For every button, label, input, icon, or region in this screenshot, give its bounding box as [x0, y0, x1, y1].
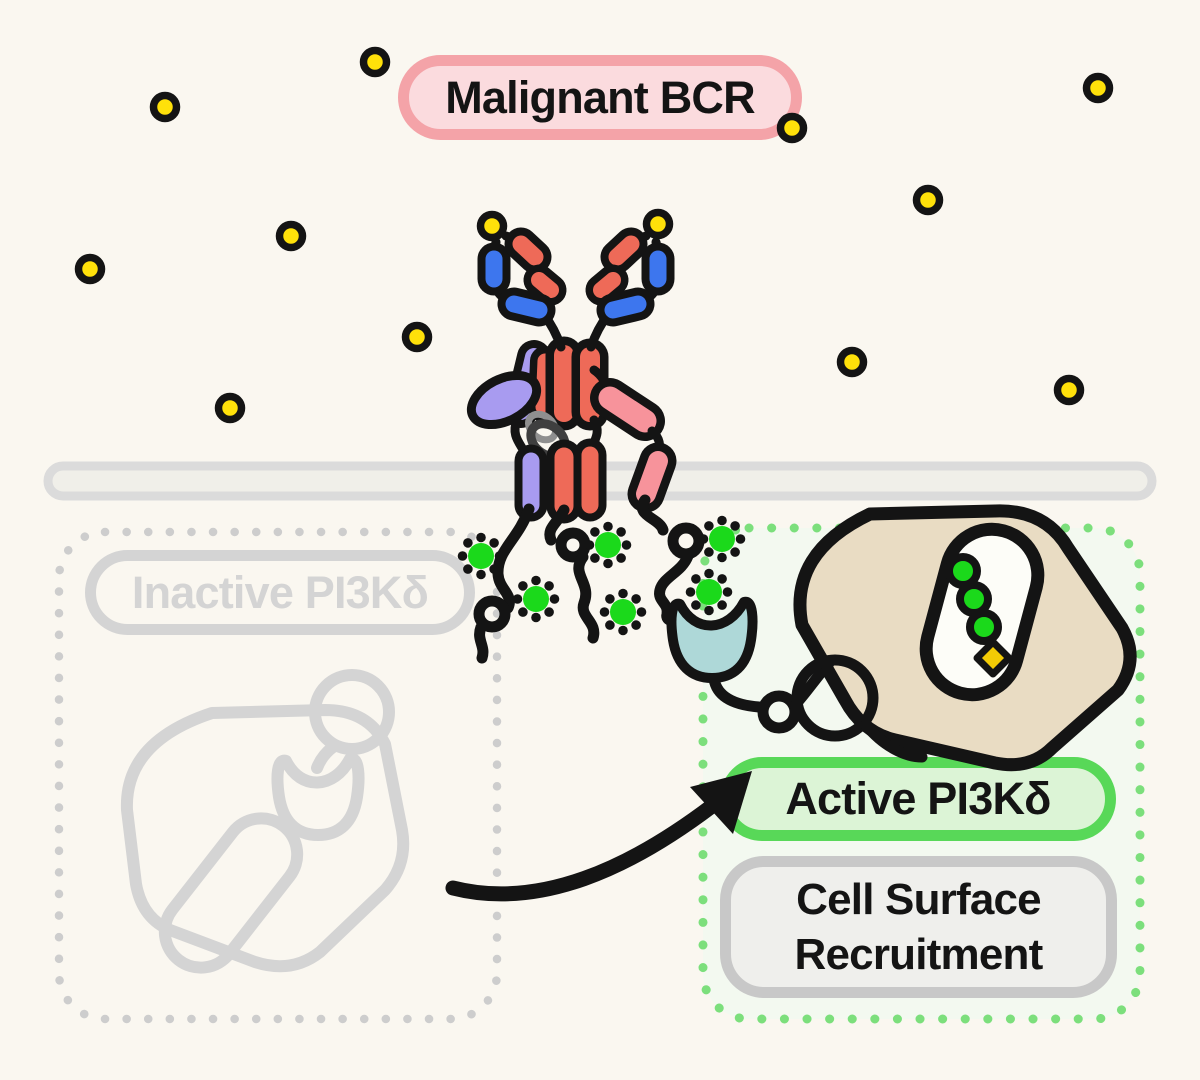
malignant-bcr-text: Malignant BCR — [445, 71, 755, 123]
cell-membrane — [43, 461, 1157, 501]
phospho-mark-icon — [599, 588, 647, 636]
itam-tails — [473, 494, 705, 664]
antigen-dot — [1053, 374, 1085, 406]
chain-link-icon — [526, 419, 570, 461]
recruitment-text-line2: Recruitment — [794, 930, 1044, 979]
antigen-dot — [1082, 72, 1114, 104]
inactive-blob-body — [120, 704, 410, 973]
inactive-blob-cup — [271, 752, 365, 841]
inactive-blob-loop — [309, 669, 395, 755]
chain-link-icon — [525, 410, 559, 444]
bcr-antibody — [466, 227, 677, 524]
active-pi3kd-text: Active PI3Kδ — [785, 773, 1051, 824]
active-pi3kd-label: Active PI3Kδ — [720, 757, 1116, 841]
inactive-pi3kd-label: Inactive PI3Kδ — [85, 550, 475, 635]
fab-arm-right — [585, 227, 675, 352]
antigen-dot — [476, 210, 508, 242]
inactive-pi3kd-text: Inactive PI3Kδ — [131, 566, 429, 618]
inactive-pi3kd-blob — [120, 669, 410, 974]
antigen-dot — [912, 184, 944, 216]
antigen-dot — [149, 91, 181, 123]
antigen-dot — [359, 46, 391, 78]
recruitment-text-line1: Cell Surface — [796, 874, 1042, 924]
antigen-dot — [275, 220, 307, 252]
antigen-dot — [401, 321, 433, 353]
antigen-dot — [74, 253, 106, 285]
inactive-blob-capsule — [158, 812, 304, 974]
antigen-dot — [642, 208, 674, 240]
phospho-mark-icon — [584, 521, 632, 569]
malignant-bcr-label: Malignant BCR — [398, 55, 802, 140]
antigen-dot — [836, 346, 868, 378]
lavender-domain — [466, 370, 542, 430]
phospho-mark-icon — [512, 575, 560, 623]
inactive-blob-stem — [311, 741, 339, 774]
antigen-dot — [214, 392, 246, 424]
fab-arm-left — [477, 227, 567, 352]
cell-surface-recruitment-label: Cell Surface Recruitment — [720, 856, 1117, 998]
